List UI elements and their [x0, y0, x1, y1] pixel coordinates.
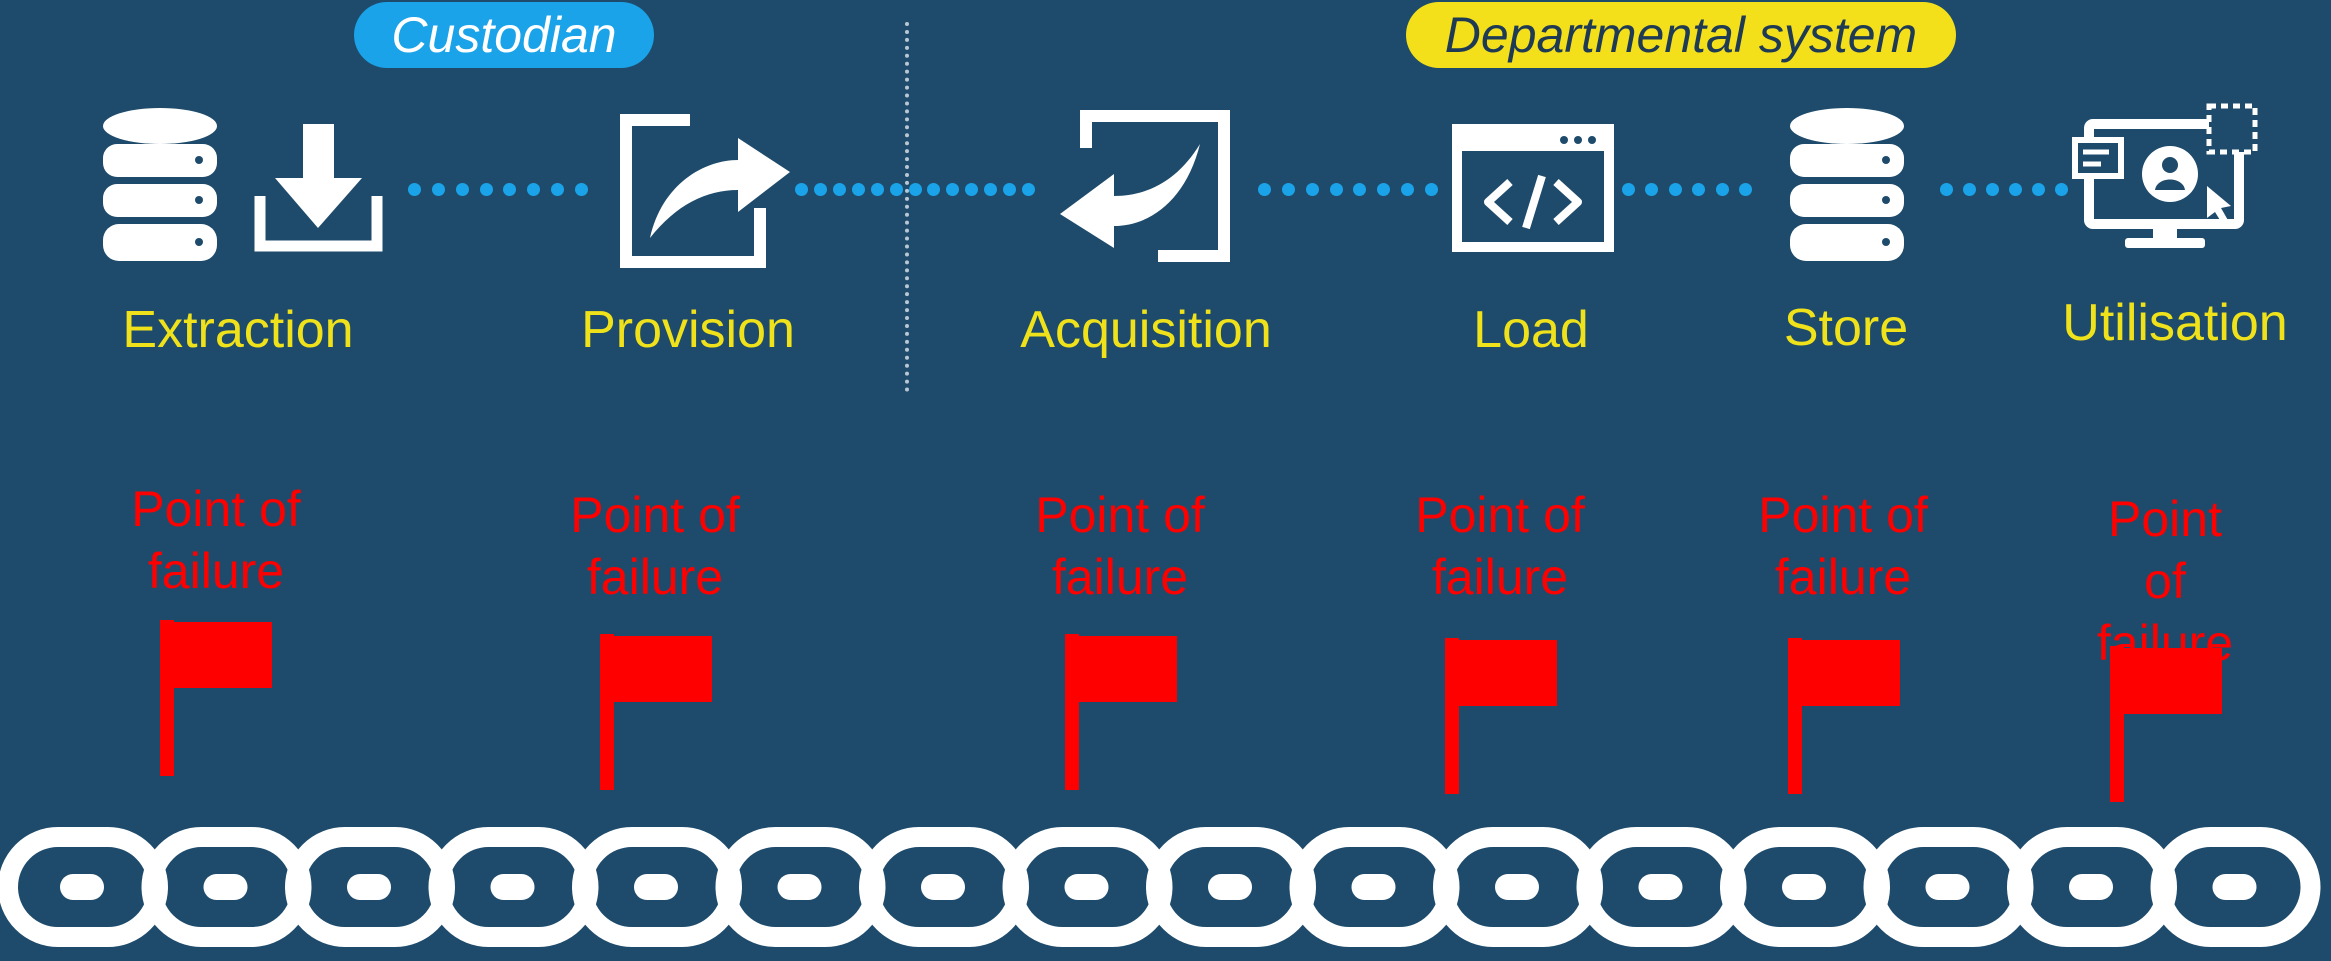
connector-dot [1305, 183, 1319, 196]
connector-dot [431, 183, 445, 196]
custodian-badge: Custodian [354, 2, 654, 68]
chain-graphic [0, 827, 2321, 947]
connector-dot [503, 183, 517, 196]
stage-label-load: Load [1473, 301, 1589, 359]
custodian-label: Custodian [391, 7, 617, 63]
chain-link [0, 827, 168, 947]
failure-label-extraction: Point of failure [131, 481, 301, 599]
stage-label-store: Store [1783, 299, 1909, 357]
monitor-user-icon [2072, 102, 2261, 252]
chain-link [715, 827, 886, 947]
connector-dot [1692, 183, 1706, 196]
connector-dot [408, 183, 421, 196]
red-flag-icon [158, 618, 274, 783]
connector-dot [1645, 183, 1659, 196]
connector-dot [455, 183, 469, 196]
connector-provision-acquisition [795, 183, 1035, 197]
chain-link [1002, 827, 1173, 947]
role-divider [905, 22, 909, 392]
connector-store-utilisation [1940, 183, 2068, 197]
connector-dot [795, 183, 808, 196]
chain-link [285, 827, 455, 947]
connector-dot [870, 183, 884, 196]
connector-dot [889, 183, 903, 196]
connector-acquisition-load [1258, 183, 1438, 197]
database-icon [1790, 108, 1904, 261]
connector-dot [2055, 183, 2068, 196]
connector-dot [1003, 183, 1017, 196]
connector-dot [2032, 183, 2045, 196]
connector-dot [2009, 183, 2022, 196]
stage-label-provision: Provision [581, 301, 795, 359]
connector-dot [479, 183, 493, 196]
chain-link [1289, 827, 1460, 947]
connector-dot [832, 183, 846, 196]
chain-link [1863, 827, 2034, 947]
failure-label-load: Point of failure [1415, 487, 1585, 605]
connector-dot [575, 183, 588, 196]
connector-dot [1281, 183, 1295, 196]
chain-link [141, 827, 312, 947]
connector-dot [1715, 183, 1729, 196]
chain-link [1433, 827, 1603, 947]
connector-dot [1258, 183, 1271, 196]
connector-dot [1668, 183, 1682, 196]
red-flag-icon [598, 632, 714, 797]
red-flag-icon [1443, 636, 1559, 801]
connector-load-store [1622, 183, 1752, 197]
connector-dot [1739, 183, 1752, 196]
departmental-system-label: Departmental system [1444, 7, 1918, 63]
connector-dot [813, 183, 827, 196]
chain-link [428, 827, 599, 947]
code-window-icon [1452, 124, 1614, 252]
connector-extraction-provision [408, 183, 588, 197]
connector-dot [851, 183, 865, 196]
failure-label-store: Point of failure [1758, 487, 1928, 605]
connector-dot [1622, 183, 1635, 196]
connector-dot [527, 183, 541, 196]
stage-label-extraction: Extraction [122, 301, 354, 359]
failure-label-acquisition: Point of failure [1035, 487, 1205, 605]
connector-dot [1377, 183, 1391, 196]
connector-dot [908, 183, 922, 196]
connector-dot [1022, 183, 1035, 196]
connector-dot [927, 183, 941, 196]
failure-label-provision: Point of failure [570, 487, 740, 605]
share-arrow-icon [620, 110, 790, 268]
connector-dot [1353, 183, 1367, 196]
connector-dot [1329, 183, 1343, 196]
connector-dot [984, 183, 998, 196]
chain-link [2007, 827, 2177, 947]
red-flag-icon [1063, 632, 1179, 797]
chain-link [1146, 827, 1316, 947]
connector-dot [965, 183, 979, 196]
departmental-system-badge: Departmental system [1406, 2, 1956, 68]
chain-link [2150, 827, 2321, 947]
connector-dot [1401, 183, 1415, 196]
red-flag-icon [2108, 644, 2224, 809]
database-icon [103, 108, 217, 261]
return-arrow-icon [1058, 108, 1230, 268]
chain-link [1720, 827, 1890, 947]
connector-dot [946, 183, 960, 196]
red-flag-icon [1786, 636, 1902, 801]
connector-dot [551, 183, 565, 196]
connector-dot [1940, 183, 1953, 196]
stage-label-acquisition: Acquisition [1020, 301, 1272, 359]
connector-dot [1963, 183, 1976, 196]
chain-link [1576, 827, 1747, 947]
chain-link [572, 827, 742, 947]
stage-label-utilisation: Utilisation [2062, 294, 2288, 352]
chain-link [859, 827, 1029, 947]
download-icon [254, 124, 383, 254]
connector-dot [1425, 183, 1438, 196]
connector-dot [1986, 183, 1999, 196]
